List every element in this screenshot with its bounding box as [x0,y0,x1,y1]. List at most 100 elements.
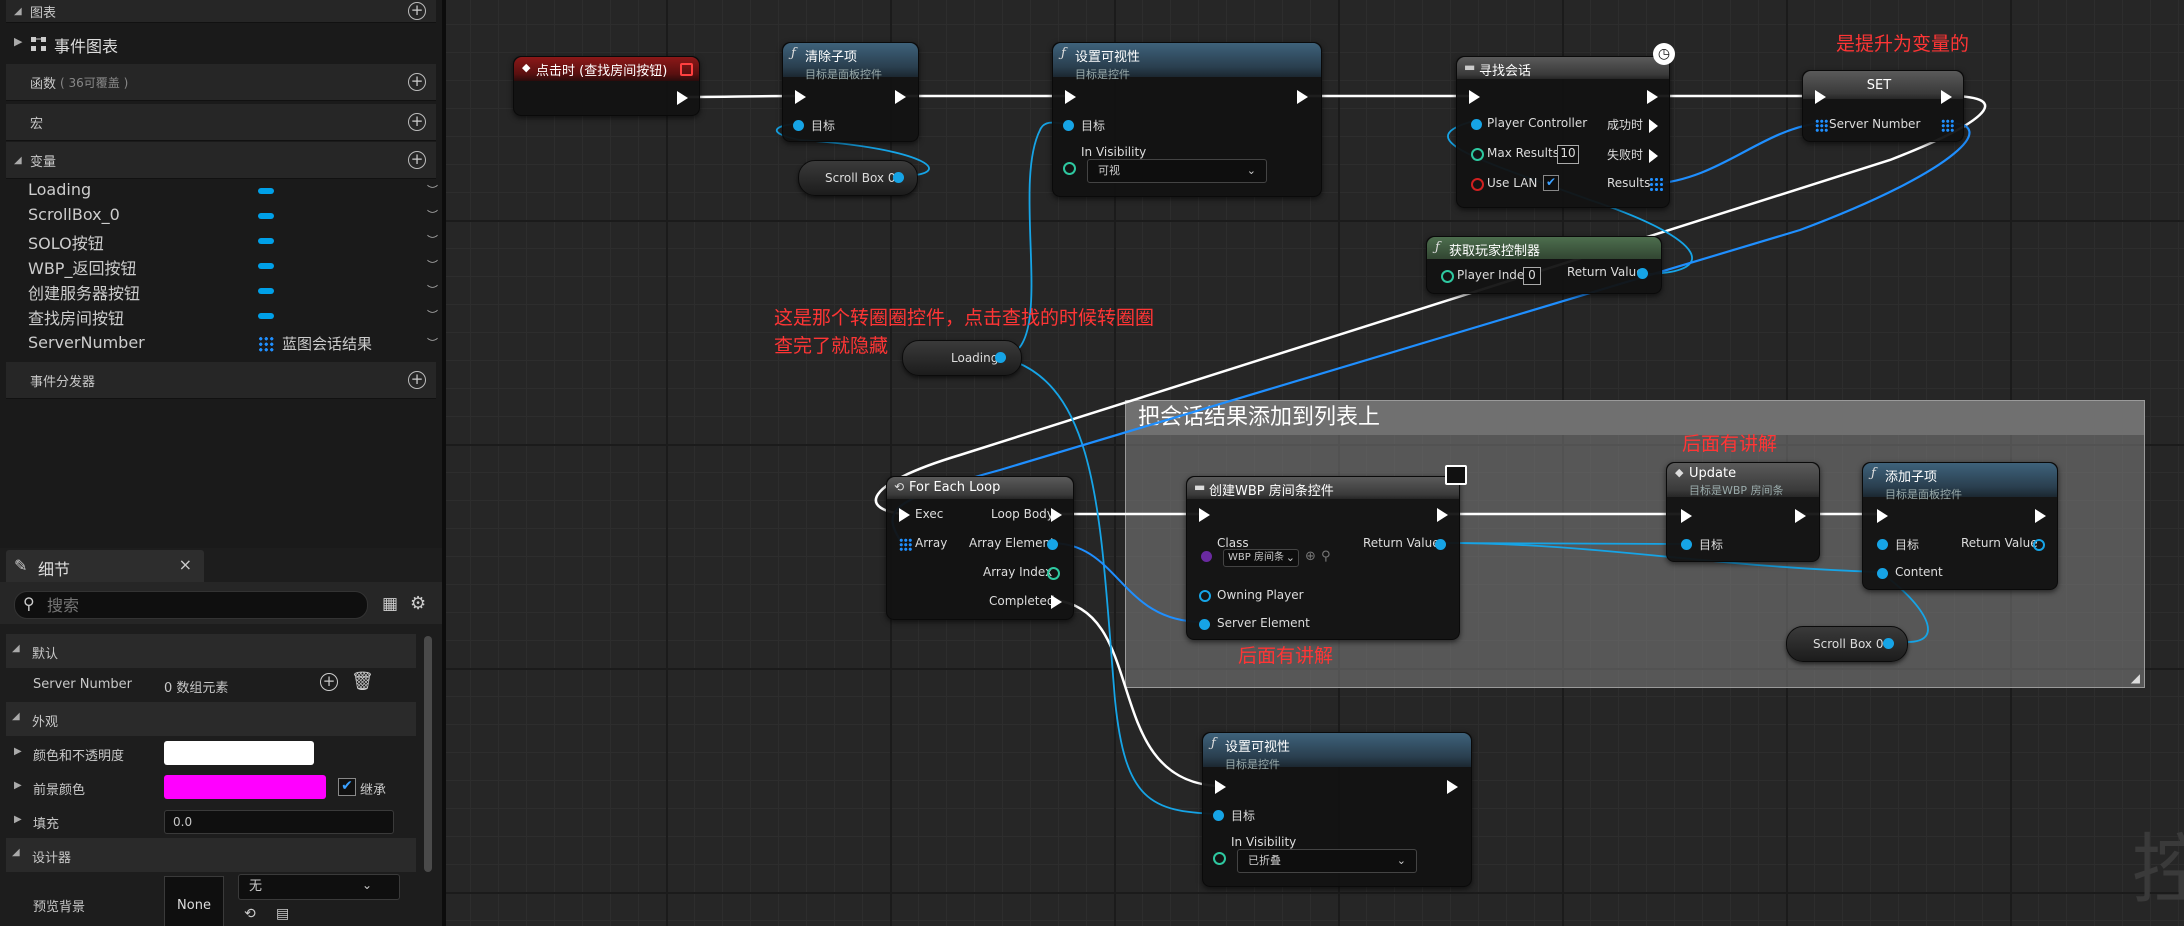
object-pin[interactable] [1681,539,1692,550]
node-create-widget[interactable]: ▬ 创建WBP 房间条控件 Class Return Value WBP 房间条… [1186,465,1467,640]
class-pin[interactable] [1201,551,1212,562]
use-lan-checkbox[interactable]: ✔ [1543,175,1559,191]
node-clear-children[interactable]: ƒ 清除子项 目标是面板控件 目标 [782,42,919,142]
eye-closed-icon[interactable]: ︶ [427,259,438,272]
category-designer[interactable]: ◢设计器 [6,838,416,872]
object-pin[interactable] [1471,119,1482,130]
exec-in-pin[interactable] [1065,90,1076,104]
eye-closed-icon[interactable]: ︶ [427,309,438,322]
section-variables[interactable]: ◢ 变量 + [6,142,436,179]
int-pin[interactable] [1441,270,1454,283]
eye-closed-icon[interactable]: ︶ [427,209,438,222]
node-header[interactable]: ƒ 设置可视性 目标是控件 [1203,733,1471,771]
details-search-input[interactable] [45,595,349,615]
exec-in-pin[interactable] [1815,90,1826,104]
exec-out-pin[interactable] [1795,509,1806,523]
array-pin[interactable] [1815,119,1828,132]
node-add-child[interactable]: ƒ 添加子项 目标是面板控件 目标 Return Value Content [1862,462,2058,590]
array-pin[interactable] [899,538,912,551]
node-find-sessions[interactable]: ▬ 寻找会话 ◷ Player Controller 成功时 Max Resul… [1456,43,1675,208]
browse-icon[interactable]: ⟲ [244,906,256,922]
comment-title[interactable]: 把会话结果添加到列表上 [1126,401,2144,435]
exec-in-pin[interactable] [795,90,806,104]
exec-out-pin[interactable] [1437,508,1448,522]
exec-in-pin[interactable] [1469,90,1480,104]
node-header[interactable]: ⟲ For Each Loop [887,477,1073,499]
section-graphs[interactable]: ◢ 图表 + [6,0,436,23]
close-tab-icon[interactable]: × [178,555,192,574]
collapse-arrow-icon[interactable]: ◢ [12,711,20,722]
details-search-box[interactable]: ⚲ [14,591,368,619]
collapse-arrow-icon[interactable]: ◢ [12,847,20,858]
collapse-arrow-icon[interactable]: ◢ [12,643,20,654]
category-default[interactable]: ◢默认 [6,634,416,668]
object-pin[interactable] [1213,810,1224,821]
get-scroll-box-node-2[interactable]: Scroll Box 0 [1786,626,1908,662]
eye-closed-icon[interactable]: ︶ [427,184,438,197]
variable-back-button[interactable]: WBP_返回按钮︶ [28,259,438,278]
exec-in-pin[interactable] [1681,509,1692,523]
add-graph-icon[interactable]: + [408,2,426,20]
exec-out-pin[interactable] [1051,595,1062,609]
section-macros[interactable]: 宏 + [6,104,436,141]
exec-out-pin[interactable] [1051,508,1062,522]
exec-out-pin[interactable] [1297,90,1308,104]
exec-out-pin[interactable] [1941,90,1952,104]
details-tab[interactable]: ✎ 细节 × [6,550,204,582]
exec-out-pin[interactable] [677,91,688,105]
node-header[interactable]: ◆ Update 目标是WBP 房间条 [1667,463,1819,497]
bool-pin[interactable] [1471,178,1484,191]
variable-find-room-button[interactable]: 查找房间按钮︶ [28,309,438,328]
fill-value-field[interactable]: 0.0 [164,810,394,834]
object-pin[interactable] [1063,120,1074,131]
visibility-combo[interactable]: 可视⌄ [1087,159,1267,183]
node-header[interactable]: ▬ 寻找会话 [1457,57,1669,79]
inherit-checkbox[interactable]: ✔ [338,778,356,796]
expand-arrow-icon[interactable]: ▶ [14,780,22,791]
add-dispatcher-icon[interactable]: + [408,371,426,389]
gear-icon[interactable]: ⚙ [410,593,427,614]
details-scrollbar[interactable] [424,636,432,872]
resize-handle-icon[interactable]: ◢ [2130,671,2140,685]
int-pin[interactable] [1471,148,1484,161]
max-results-field[interactable]: 10 [1557,145,1579,164]
delegate-pin-icon[interactable] [680,63,693,76]
expand-arrow-icon[interactable]: ▶ [14,746,22,757]
category-appearance[interactable]: ◢外观 [6,702,416,736]
node-set-server-number[interactable]: SET Server Number [1802,70,1964,142]
object-pin[interactable] [1883,638,1894,649]
object-pin[interactable] [1435,539,1446,550]
panel-divider[interactable] [442,0,446,926]
folder-icon[interactable]: ▤ [276,906,290,922]
object-pin[interactable] [1637,268,1648,279]
node-header[interactable]: ƒ 获取玩家控制器 [1427,237,1661,259]
variable-solo-button[interactable]: SOLO按钮︶ [28,234,438,253]
node-set-visibility-2[interactable]: ƒ 设置可视性 目标是控件 目标 In Visibility 已折叠⌄ [1202,732,1472,887]
exec-out-pin[interactable] [895,90,906,104]
object-pin[interactable] [1199,590,1211,602]
event-graph-item[interactable]: ▶ 事件图表 [10,30,430,58]
exec-out-pin[interactable] [1649,119,1658,133]
table-view-icon[interactable]: ▦ [382,594,399,614]
player-index-field[interactable]: 0 [1523,267,1541,285]
variable-scrollbox[interactable]: ScrollBox_0︶ [28,205,438,224]
exec-out-pin[interactable] [2035,509,2046,523]
object-pin[interactable] [793,120,804,131]
eye-closed-icon[interactable]: ︶ [427,337,438,350]
variable-create-server-button[interactable]: 创建服务器按钮︶ [28,284,438,303]
node-header[interactable]: ƒ 清除子项 目标是面板控件 [783,43,918,81]
search-icon[interactable]: ⚲ [1321,549,1331,564]
eye-closed-icon[interactable]: ︶ [427,284,438,297]
exec-in-pin[interactable] [1877,509,1888,523]
node-header[interactable]: SET [1803,71,1963,99]
exec-out-pin[interactable] [1647,90,1658,104]
exec-in-pin[interactable] [1199,508,1210,522]
node-for-each-loop[interactable]: ⟲ For Each Loop Exec Loop Body Array Arr… [886,476,1074,620]
add-element-icon[interactable]: + [320,673,338,691]
exec-in-pin[interactable] [899,508,910,522]
preview-thumbnail[interactable]: None [164,876,224,926]
color-swatch[interactable] [164,775,326,799]
add-macro-icon[interactable]: + [408,113,426,131]
object-pin[interactable] [1877,539,1888,550]
